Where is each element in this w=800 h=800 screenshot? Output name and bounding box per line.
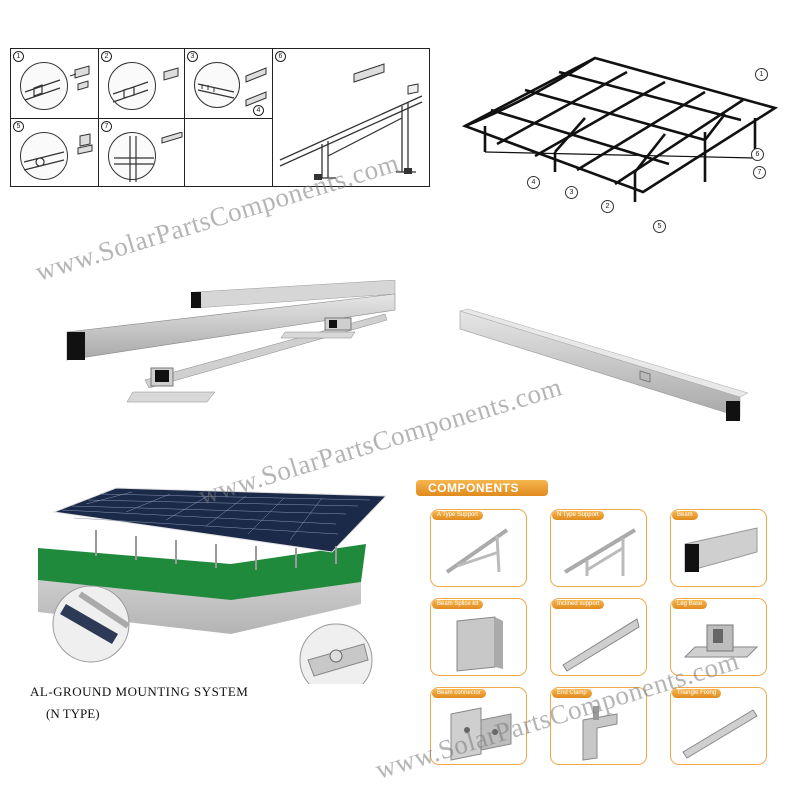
component-card-n-type-support: N Type Support [550, 509, 647, 587]
detail-view [108, 62, 156, 110]
component-card-leg-base: Leg Base [670, 598, 767, 676]
rail-assembly-render [66, 280, 396, 403]
beam-splice-kit-image [456, 616, 503, 672]
component-label: Beam connector [432, 689, 486, 698]
frame-structure-diagram: 1 2 3 4 5 6 7 [455, 22, 790, 237]
frame-callout: 2 [601, 200, 614, 213]
components-header-label: COMPONENTS [428, 481, 520, 495]
inclined-support-image [562, 618, 640, 672]
detail-view [20, 132, 68, 180]
frame-callout: 5 [653, 220, 666, 233]
beam-render [459, 308, 749, 421]
component-label: A Type Support [432, 511, 483, 520]
components-header: COMPONENTS [416, 480, 548, 496]
component-label: Beam [672, 511, 698, 520]
beam-connector-image [450, 707, 512, 761]
component-card-beam-connector: Beam connector [430, 687, 527, 765]
frame-callout: 6 [751, 148, 764, 161]
step-number: 2 [101, 51, 112, 62]
frame-callout: 3 [565, 186, 578, 199]
component-label: Beam Splice kit [432, 600, 484, 609]
a-type-support-image [445, 528, 509, 574]
component-label: Inclined support [552, 600, 605, 609]
step-2-sketch [112, 67, 179, 103]
frame-callout: 7 [753, 166, 766, 179]
frame-wireframe [461, 56, 779, 202]
frame-callout: 4 [527, 176, 540, 189]
component-label: Triangle Fixing [672, 689, 722, 698]
end-clamp-image [582, 706, 618, 761]
ground-mount-render [38, 487, 388, 684]
install-steps-diagram: 1 2 3 4 5 6 7 [10, 48, 430, 188]
n-type-support-image [563, 528, 637, 576]
frame-callout: 1 [755, 68, 768, 81]
step-5-sketch [23, 133, 93, 171]
leg-base-image [683, 624, 759, 658]
system-subtitle: (N TYPE) [46, 706, 100, 721]
step-number: 7 [101, 121, 112, 132]
system-title: AL-GROUND MOUNTING SYSTEM [30, 684, 249, 699]
step-6-sketch [279, 63, 423, 180]
step-number: 4 [253, 105, 264, 116]
component-card-inclined-support: Inclined support [550, 598, 647, 676]
component-card-a-type-support: A Type Support [430, 509, 527, 587]
step-1-sketch [24, 65, 90, 101]
component-card-beam: Beam [670, 509, 767, 587]
step-number: 1 [13, 51, 24, 62]
triangle-fixing-image [682, 709, 758, 759]
component-label: N Type Support [552, 511, 604, 520]
detail-view [108, 132, 156, 180]
component-label: End Clamp [552, 689, 592, 698]
component-card-triangle-fixing: Triangle Fixing [670, 687, 767, 765]
step-number: 3 [187, 51, 198, 62]
component-card-end-clamp: End Clamp [550, 687, 647, 765]
beam-image [684, 527, 758, 573]
step-number: 6 [275, 51, 286, 62]
step-number: 5 [13, 121, 24, 132]
component-card-beam-splice-kit: Beam Splice kit [430, 598, 527, 676]
component-label: Leg Base [672, 600, 708, 609]
step-3-sketch [197, 67, 267, 107]
step-7-sketch [114, 132, 183, 182]
